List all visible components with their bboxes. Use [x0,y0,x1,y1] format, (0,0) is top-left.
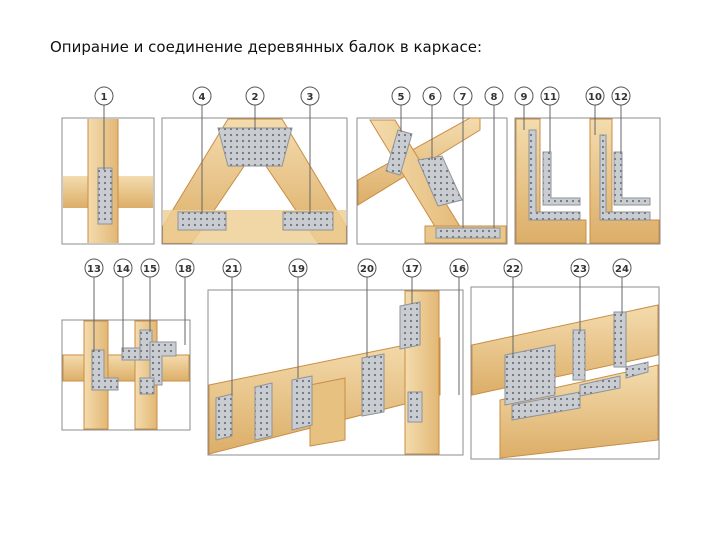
panel-post-beam [61,117,155,245]
callout-16: 16 [449,258,469,278]
callout-label: 23 [573,264,587,275]
callout-4: 4 [192,86,212,106]
leader-lines [93,105,623,396]
callout-label: 22 [506,264,520,275]
callout-label: 18 [178,264,192,275]
callout-label: 8 [491,92,498,103]
callout-label: 12 [614,92,628,103]
callout-11: 11 [540,86,560,106]
callout-label: 11 [543,92,557,103]
callout-label: 17 [405,264,419,275]
callout-7: 7 [453,86,473,106]
callout-10: 10 [585,86,605,106]
callout-1: 1 [94,86,114,106]
panel-truss-apex [161,117,348,245]
callout-label: 1 [101,92,108,103]
callout-17: 17 [402,258,422,278]
callout-label: 4 [199,92,206,103]
callout-label: 5 [398,92,405,103]
callout-label: 20 [360,264,374,275]
callout-label: 7 [460,92,467,103]
callout-13: 13 [84,258,104,278]
callout-19: 19 [288,258,308,278]
panel-joist-hangers [207,289,464,456]
callout-markers: 1 4 2 3 5 6 7 8 9 11 10 12 13 14 15 18 2… [84,86,632,278]
callout-5: 5 [391,86,411,106]
callout-9: 9 [514,86,534,106]
callout-label: 14 [116,264,130,275]
callout-12: 12 [611,86,631,106]
callout-label: 3 [307,92,314,103]
callout-label: 9 [521,92,528,103]
callout-label: 2 [252,92,259,103]
panel-beam-brackets [470,286,660,460]
callout-3: 3 [300,86,320,106]
callout-label: 15 [143,264,157,275]
callout-label: 13 [87,264,101,275]
callout-23: 23 [570,258,590,278]
panel-frame-joints [61,319,191,431]
callout-label: 24 [615,264,629,275]
callout-label: 6 [429,92,436,103]
page-title: Опирание и соединение деревянных балок в… [50,38,483,56]
callout-8: 8 [484,86,504,106]
callout-label: 21 [225,264,239,275]
callout-15: 15 [140,258,160,278]
panel-angle-brackets [514,117,661,245]
callout-label: 19 [291,264,305,275]
callout-22: 22 [503,258,523,278]
callout-21: 21 [222,258,242,278]
callout-14: 14 [113,258,133,278]
callout-label: 10 [588,92,602,103]
callout-2: 2 [245,86,265,106]
callout-24: 24 [612,258,632,278]
callout-label: 16 [452,264,466,275]
callout-6: 6 [422,86,442,106]
callout-18: 18 [175,258,195,278]
callout-20: 20 [357,258,377,278]
